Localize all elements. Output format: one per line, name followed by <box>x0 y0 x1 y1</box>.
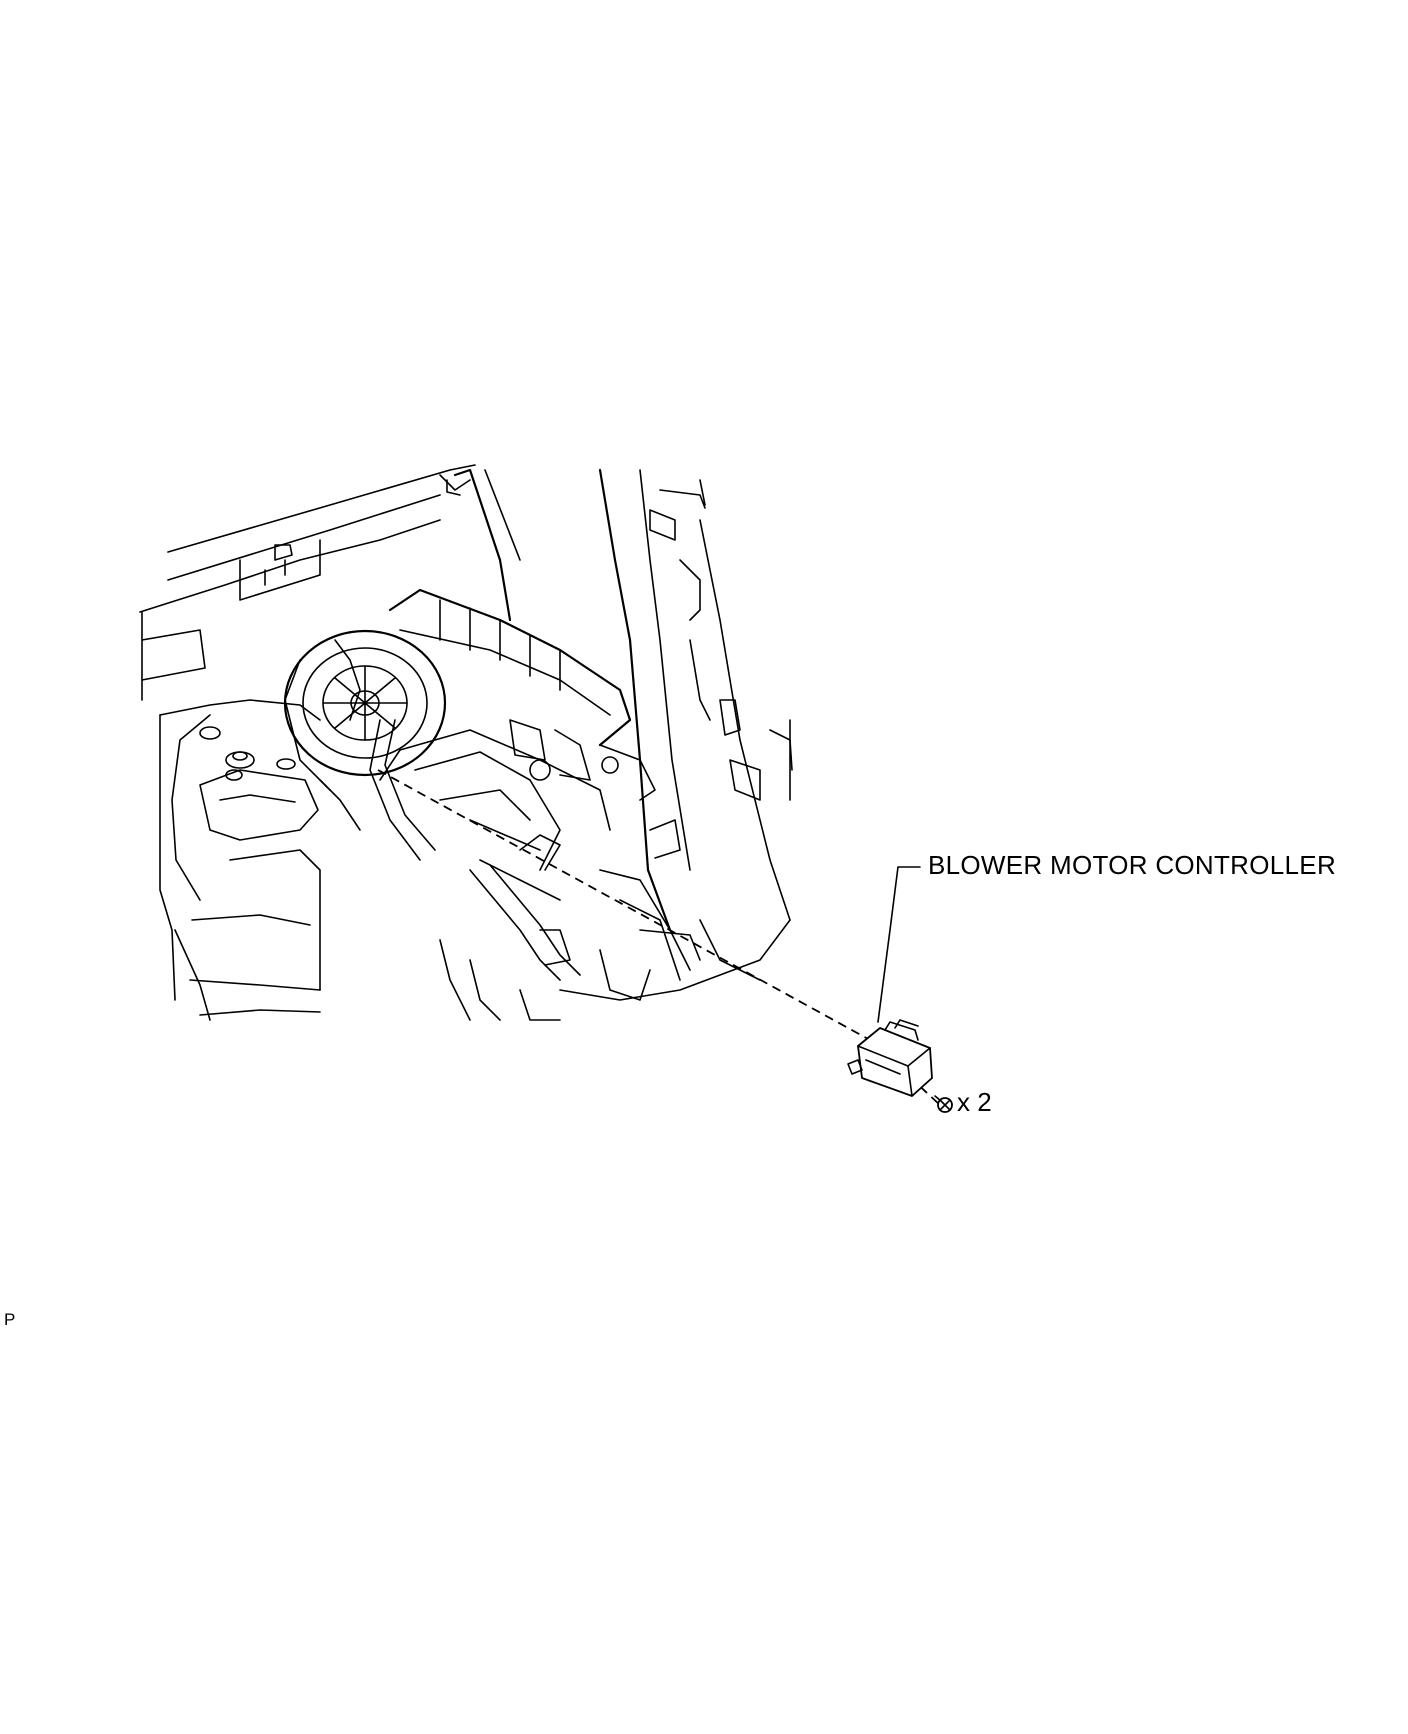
page-marker: P <box>4 1310 16 1329</box>
screw-icon <box>934 1095 953 1113</box>
blower-motor-controller-icon <box>847 1019 933 1097</box>
installation-path-line <box>377 769 941 1106</box>
engine-bay-illustration <box>139 464 793 1021</box>
screw-quantity-label: x 2 <box>957 1087 992 1117</box>
callout-leader-line <box>877 866 921 1023</box>
part-callout-label: BLOWER MOTOR CONTROLLER <box>928 850 1337 880</box>
